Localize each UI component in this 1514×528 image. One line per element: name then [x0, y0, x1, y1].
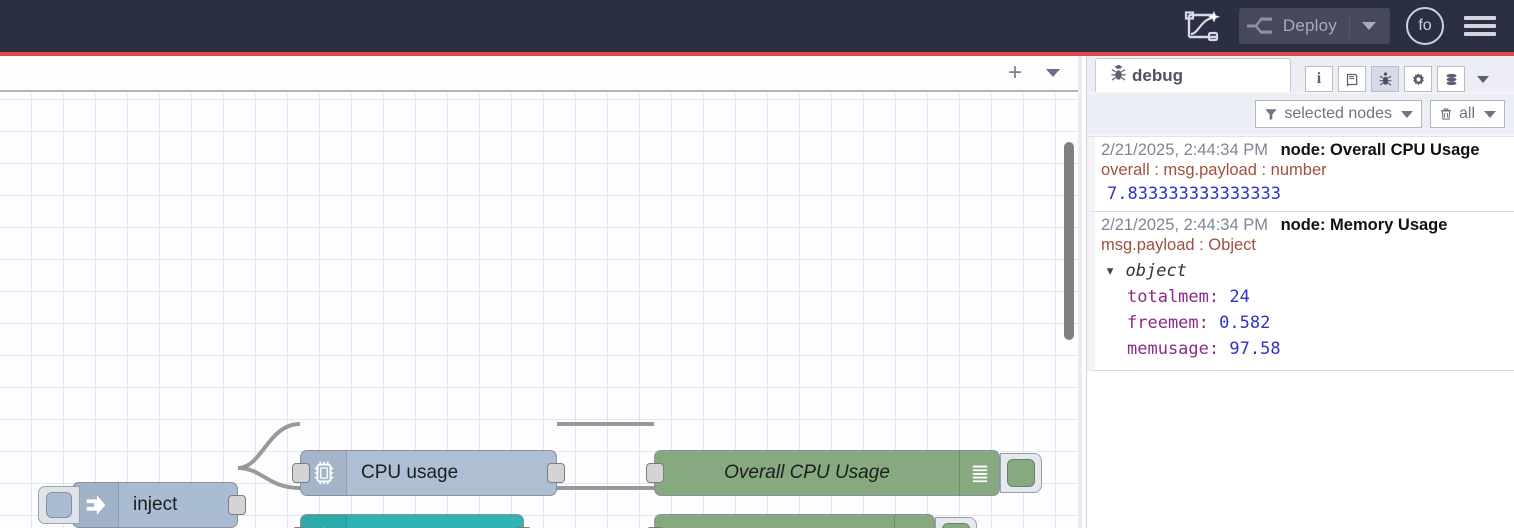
node-output-port[interactable]	[228, 495, 246, 515]
sidebar-tool-icons: i	[1305, 66, 1489, 92]
object-property-key: memusage	[1127, 339, 1209, 359]
object-property: memusage: 97.58	[1127, 339, 1281, 359]
debug-toggle-square	[1007, 459, 1035, 487]
debug-message-list[interactable]: 2/21/2025, 2:44:34 PM node: Overall CPU …	[1087, 136, 1514, 528]
trash-icon	[1439, 107, 1453, 121]
clear-messages-button[interactable]: all	[1429, 100, 1505, 128]
flow-tab-bar: +	[0, 56, 1082, 92]
debug-message-node: node: Overall CPU Usage	[1280, 141, 1480, 159]
node-input-port[interactable]	[292, 463, 310, 483]
clear-label: all	[1458, 105, 1475, 122]
node-label: Memory Usage	[655, 526, 894, 528]
flow-node-debug-overall-cpu-usage[interactable]: Overall CPU Usage	[646, 450, 1000, 496]
sidebar: debug i	[1086, 56, 1514, 528]
object-property-key: totalmem	[1127, 287, 1209, 307]
debug-message[interactable]: 2/21/2025, 2:44:34 PM node: Memory Usage…	[1087, 212, 1514, 371]
tab-debug[interactable]: debug	[1095, 58, 1291, 92]
canvas-vertical-scrollbar[interactable]	[1064, 142, 1074, 340]
object-property: totalmem: 24	[1127, 287, 1250, 307]
hamburger-menu-icon[interactable]	[1464, 13, 1496, 39]
flow-workspace: + inject	[0, 56, 1082, 528]
node-output-port[interactable]	[547, 463, 565, 483]
debug-lines-icon	[959, 451, 999, 495]
deploy-label: Deploy	[1282, 16, 1337, 35]
inject-trigger-button[interactable]	[38, 486, 80, 524]
object-label: object	[1125, 261, 1187, 281]
debug-node-toggle-button[interactable]	[935, 517, 977, 528]
workspace-right-edge	[1078, 56, 1082, 528]
debug-message-header: 2/21/2025, 2:44:34 PM node: Overall CPU …	[1101, 141, 1509, 160]
add-flow-button[interactable]: +	[1007, 59, 1022, 86]
debug-lines-icon	[894, 515, 934, 528]
chevron-down-icon[interactable]	[1477, 75, 1489, 83]
debug-message-topic: msg.payload : Object	[1101, 236, 1256, 254]
debug-message-timestamp: 2/21/2025, 2:44:34 PM	[1101, 141, 1268, 159]
object-property-key: freemem	[1127, 313, 1199, 333]
debug-filter-row: selected nodes all	[1087, 94, 1514, 134]
deploy-glyph-icon	[1246, 16, 1277, 36]
inject-trigger-square	[46, 492, 72, 518]
flow-canvas[interactable]: inject CPU usage	[0, 94, 1082, 528]
arrow-right-icon	[73, 483, 119, 527]
debug-message[interactable]: 2/21/2025, 2:44:34 PM node: Overall CPU …	[1087, 137, 1514, 212]
triangle-down-icon[interactable]: ▾	[1105, 261, 1116, 281]
context-data-icon[interactable]	[1437, 66, 1465, 92]
object-property-value: 24	[1229, 287, 1250, 307]
node-label: CPU usage	[361, 462, 459, 483]
app-header: Deploy fo	[0, 0, 1514, 52]
avatar[interactable]: fo	[1406, 7, 1444, 45]
chevron-down-icon	[1400, 110, 1413, 118]
filter-selected-nodes-button[interactable]: selected nodes	[1255, 100, 1422, 128]
node-input-port[interactable]	[646, 463, 664, 483]
debug-message-value: 7.833333333333333	[1107, 184, 1281, 204]
chevron-down-icon	[1484, 110, 1496, 118]
object-property-value: 0.582	[1219, 313, 1271, 333]
node-label: Overall CPU Usage	[724, 462, 890, 483]
sidebar-tab-row: debug i	[1087, 56, 1514, 92]
debug-bug-icon[interactable]	[1371, 66, 1399, 92]
chevron-down-icon[interactable]	[1362, 22, 1376, 30]
node-label: inject	[133, 494, 178, 515]
filter-label: selected nodes	[1284, 105, 1392, 122]
funnel-icon	[1264, 107, 1278, 121]
debug-toggle-square	[942, 523, 970, 528]
debug-node-toggle-button[interactable]	[1000, 453, 1042, 493]
deploy-separator	[1349, 15, 1350, 37]
config-gear-icon[interactable]	[1404, 66, 1432, 92]
header-accent-line	[0, 52, 1514, 56]
help-book-icon[interactable]	[1338, 66, 1366, 92]
server-box-icon	[301, 515, 347, 528]
chevron-down-icon[interactable]	[1046, 69, 1060, 77]
object-expander-row[interactable]: ▾ object	[1101, 261, 1509, 281]
object-property-value: 97.58	[1229, 339, 1281, 359]
info-icon[interactable]: i	[1305, 66, 1333, 92]
node-label: Memory	[347, 526, 523, 528]
debug-message-node: node: Memory Usage	[1280, 216, 1448, 234]
debug-message-header: 2/21/2025, 2:44:34 PM node: Memory Usage	[1101, 216, 1509, 235]
deploy-button[interactable]: Deploy	[1238, 8, 1390, 44]
bug-icon	[1110, 64, 1127, 87]
debug-message-timestamp: 2/21/2025, 2:44:34 PM	[1101, 216, 1268, 234]
tab-debug-label: debug	[1132, 65, 1183, 85]
flow-node-memory[interactable]: Memory	[292, 514, 532, 528]
object-property: freemem: 0.582	[1127, 313, 1271, 333]
ai-flow-sparkle-icon[interactable]	[1181, 8, 1225, 44]
flow-node-inject[interactable]: inject	[72, 482, 246, 528]
avatar-initials: fo	[1418, 17, 1432, 34]
debug-message-topic: overall : msg.payload : number	[1101, 161, 1327, 179]
flow-node-debug-memory-usage[interactable]: Memory Usage	[646, 514, 935, 528]
flow-node-cpu-usage[interactable]: CPU usage	[292, 450, 565, 496]
